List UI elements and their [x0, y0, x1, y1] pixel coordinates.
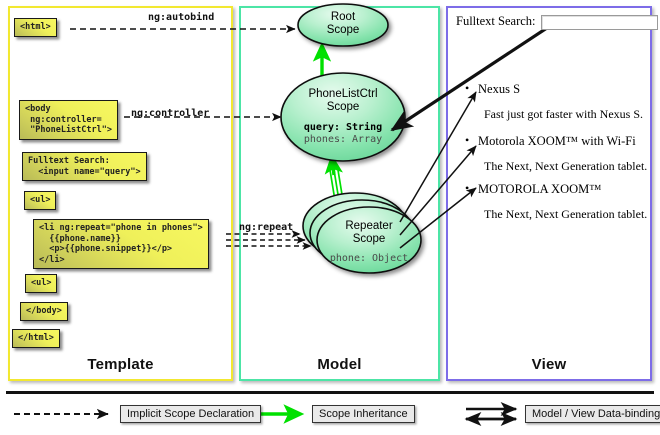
column-label-model: Model [317, 356, 362, 373]
column-label-view: View [531, 356, 567, 373]
scope-phonelistctrl [280, 72, 406, 162]
view-search-label: Fulltext Search: [456, 14, 536, 28]
code-box-ul-close: <ul> [25, 274, 58, 293]
view-bullet-icon-1: • [465, 81, 470, 95]
legend-item-scope-inheritance: Scope Inheritance [312, 405, 415, 423]
view-phone-snippet-3: The Next, Next Generation tablet. [484, 207, 648, 221]
view-phone-item-2: • Motorola XOOM™ with Wi-Fi [465, 132, 636, 150]
view-bullet-icon-3: • [465, 181, 470, 195]
scope-root [297, 3, 389, 47]
view-phone-item-3: • MOTOROLA XOOM™ [465, 180, 602, 198]
view-bullet-icon-2: • [465, 133, 470, 147]
code-box-body-close: </body> [20, 302, 68, 321]
code-box-html-close: </html> [12, 329, 60, 348]
column-view: View [446, 6, 652, 381]
connector-databinding-list [399, 91, 477, 249]
view-phone-snippet-1: Fast just got faster with Nexus S. [484, 107, 643, 121]
view-phone-name-3: MOTOROLA XOOM™ [478, 182, 602, 196]
code-box-body-open: <body ng:controller= "PhoneListCtrl"> [19, 100, 118, 140]
code-box-ul-open: <ul> [24, 191, 57, 210]
connector-databinding-query [390, 20, 557, 132]
view-phone-name-1: Nexus S [478, 82, 521, 96]
legend-arrow-databinding [464, 402, 518, 426]
view-phone-name-2: Motorola XOOM™ with Wi-Fi [478, 134, 636, 148]
column-model: Model [239, 6, 440, 381]
view-search-input[interactable] [540, 14, 658, 30]
code-box-li-repeat: <li ng:repeat="phone in phones"> {{phone… [33, 219, 209, 269]
label-ng-autobind: ng:autobind [148, 12, 215, 23]
scope-repeater-stack [302, 192, 422, 274]
view-phone-item-1: • Nexus S [465, 80, 521, 98]
label-ng-repeat: ng:repeat [239, 222, 294, 233]
code-box-search: Fulltext Search: <input name="query"> [22, 152, 147, 181]
column-label-template: Template [87, 356, 154, 373]
legend-divider [6, 391, 654, 394]
legend-item-implicit-scope: Implicit Scope Declaration [120, 405, 262, 423]
label-ng-controller: ng:controller [131, 108, 210, 119]
code-box-html-open: <html> [14, 18, 57, 37]
connector-ng-repeat [226, 230, 312, 250]
view-search-row: Fulltext Search: [456, 14, 658, 30]
view-phone-snippet-2: The Next, Next Generation tablet. [484, 159, 648, 173]
legend-item-data-binding: Model / View Data-binding [525, 405, 660, 423]
